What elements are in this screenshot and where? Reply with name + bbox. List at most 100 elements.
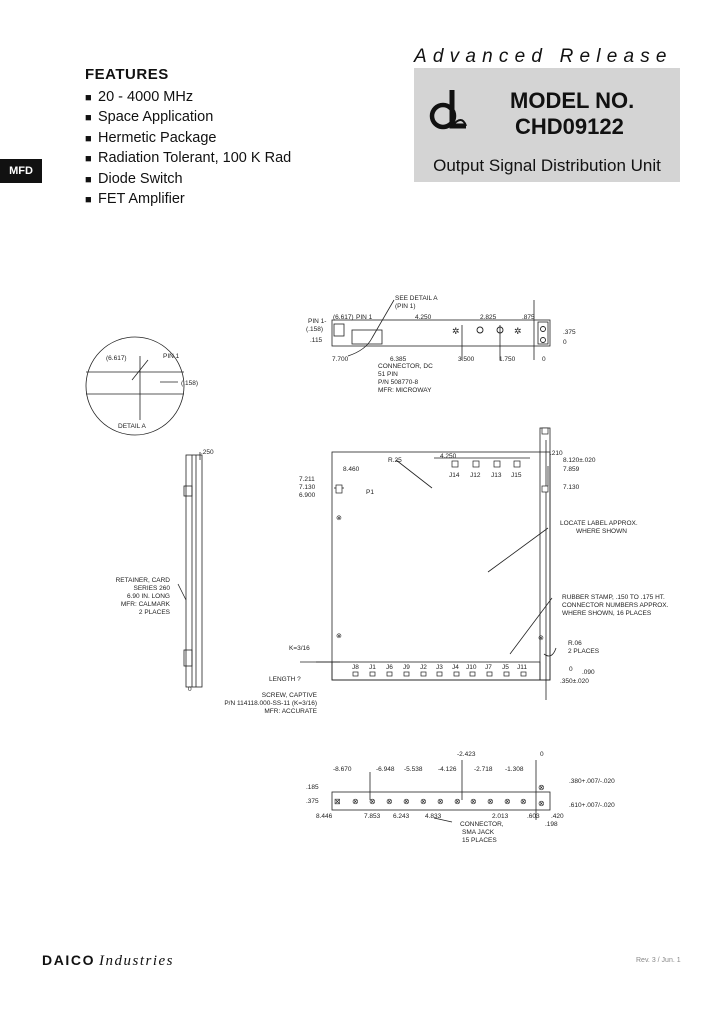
jack-j4-label: J4 bbox=[452, 664, 459, 671]
product-subtitle: Output Signal Distribution Unit bbox=[433, 156, 661, 175]
top-dim-4: -4.126 bbox=[438, 766, 457, 773]
bottom-dim-5: 2.013 bbox=[492, 813, 509, 820]
top-dim-3: -5.538 bbox=[404, 766, 423, 773]
front-dim-4250-label: 4.250 bbox=[440, 453, 457, 460]
label-note-2: WHERE SHOWN bbox=[576, 528, 627, 535]
detail-a-circle bbox=[85, 336, 185, 436]
feature-item: ■Diode Switch bbox=[85, 170, 183, 187]
top-dim-2: -6.948 bbox=[376, 766, 395, 773]
dim-0-right-label: 0 bbox=[563, 339, 567, 346]
connector-dc-note-3: P/N 508770-8 bbox=[378, 379, 418, 386]
dim-350-label: .350±.020 bbox=[560, 678, 589, 685]
top-dim-5: -2.718 bbox=[474, 766, 493, 773]
footer-brand: DAICO Industries bbox=[42, 952, 174, 970]
dim-115-label: .115 bbox=[310, 337, 323, 344]
sma-jack-icon: ⊗ bbox=[369, 797, 376, 806]
detail-a-label: DETAIL A bbox=[118, 423, 146, 430]
dim-6900-label: 6.900 bbox=[299, 492, 316, 499]
dim-8460-label: 8.460 bbox=[343, 466, 360, 473]
jack-j4-icon bbox=[453, 671, 460, 677]
detail-dim-158-label: (.158) bbox=[181, 380, 198, 387]
connector-dc-note-1: CONNECTOR, DC bbox=[378, 363, 433, 370]
sma-jack-icon: ⊗ bbox=[352, 797, 359, 806]
dim-0-bottom-label: 0 bbox=[542, 356, 546, 363]
model-label: MODEL NO. bbox=[510, 88, 635, 113]
retainer-note-4: MFR: CALMARK bbox=[121, 601, 171, 608]
jack-j15-label: J15 bbox=[511, 472, 522, 479]
top-dim-1: -8.670 bbox=[333, 766, 352, 773]
sma-jack-icon: ⊗ bbox=[538, 799, 545, 808]
dim-1750-label: 1.750 bbox=[499, 356, 516, 363]
jack-j10-label: J10 bbox=[466, 664, 477, 671]
model-box: MODEL NO. CHD09122 Output Signal Distrib… bbox=[414, 68, 680, 182]
dim-7130-label: 7.130 bbox=[299, 484, 316, 491]
footer-revision: Rev. 3 / Jun. 1 bbox=[636, 957, 681, 964]
stamp-leader bbox=[509, 597, 553, 655]
detail-pin1-label: PIN 1 bbox=[163, 353, 180, 360]
dim-8120-label: 8.120±.020 bbox=[563, 457, 596, 464]
footer-brand-italic: Industries bbox=[99, 953, 175, 969]
top-dim-6: -1.308 bbox=[505, 766, 524, 773]
sma-jack-icon: ⊗ bbox=[538, 783, 545, 792]
r25-label: R.25 bbox=[388, 457, 402, 464]
footer-brand-bold: DAICO bbox=[42, 952, 96, 968]
sma-jack-icon: ⊗ bbox=[403, 797, 410, 806]
side-dim-0-label: 0 bbox=[188, 686, 192, 693]
dim-210-label: .210 bbox=[550, 450, 563, 457]
jack-j8-icon bbox=[352, 671, 359, 677]
r06-label: R.06 bbox=[568, 640, 582, 647]
dim-7130-right-label: 7.130 bbox=[563, 484, 580, 491]
bottom-dim-6: .603 bbox=[527, 813, 540, 820]
jack-j5-icon bbox=[503, 671, 510, 677]
bottom-dim-3: 6.243 bbox=[393, 813, 410, 820]
jack-j9-label: J9 bbox=[403, 664, 410, 671]
side-view-outline bbox=[185, 454, 203, 688]
pin1-paren-label: (PIN 1) bbox=[395, 303, 416, 310]
features-list: ■20 - 4000 MHz ■Space Application ■Herme… bbox=[85, 89, 291, 211]
front-view-outline bbox=[331, 451, 551, 681]
mount-hole-icon: ⊗ bbox=[336, 633, 342, 640]
jack-j9-icon bbox=[403, 671, 410, 677]
mount-hole-icon: ⊗ bbox=[336, 515, 342, 522]
k-label: K=3/16 bbox=[289, 645, 310, 652]
bottom-dim-1: 8.446 bbox=[316, 813, 333, 820]
jack-j12-label: J12 bbox=[470, 472, 481, 479]
sma-note-1: CONNECTOR, bbox=[460, 821, 504, 828]
jack-j2-label: J2 bbox=[420, 664, 427, 671]
jack-j12-icon bbox=[472, 460, 480, 468]
dim-4250-label: 4.250 bbox=[415, 314, 432, 321]
dim-7211-label: 7.211 bbox=[299, 476, 315, 483]
dim-185-label: .185 bbox=[306, 784, 319, 791]
sma-jack-icon: ⊗ bbox=[470, 797, 477, 806]
screw-note-3: MFR: ACCURATE bbox=[264, 708, 317, 715]
jack-j14-icon bbox=[451, 460, 459, 468]
see-detail-label: SEE DETAIL A bbox=[395, 295, 438, 302]
feature-item: ■Space Application bbox=[85, 109, 214, 126]
label-leader bbox=[487, 527, 549, 573]
feature-item: ■Radiation Tolerant, 100 K Rad bbox=[85, 150, 292, 167]
screw-note-1: SCREW, CAPTIVE bbox=[262, 692, 318, 699]
bottom-dim-2: 7.853 bbox=[364, 813, 381, 820]
connector-dc-note-2: 51 PIN bbox=[378, 371, 398, 378]
dim-610-label: .610+.007/-.020 bbox=[569, 802, 615, 809]
sma-jack-icon: ⊗ bbox=[386, 797, 393, 806]
connector-dc-note-4: MFR: MICROWAY bbox=[378, 387, 432, 394]
front-dim-0-label: 0 bbox=[569, 666, 573, 673]
mount-hole-icon bbox=[540, 337, 546, 343]
dim-6617-label: (6.617) bbox=[333, 314, 354, 321]
sma-jack-icon: ⊗ bbox=[520, 797, 527, 806]
side-dim-250-label: .250 bbox=[201, 449, 214, 456]
sma-jack-icon: ⊗ bbox=[504, 797, 511, 806]
sma-jack-icon: ⊗ bbox=[487, 797, 494, 806]
screw-note-2: P/N 114118.000-SS-11 (K=3/16) bbox=[224, 700, 317, 707]
dim-380-label: .380+.007/-.020 bbox=[569, 778, 615, 785]
stamp-note-1: RUBBER STAMP, .150 TO .175 HT. bbox=[562, 594, 665, 601]
dim-198-label: .198 bbox=[545, 821, 558, 828]
dim-6385-label: 6.385 bbox=[390, 356, 407, 363]
feature-item: ■20 - 4000 MHz bbox=[85, 89, 194, 105]
dim-7700-label: 7.700 bbox=[332, 356, 349, 363]
top-view-outline bbox=[331, 319, 551, 347]
label-note-1: LOCATE LABEL APPROX. bbox=[560, 520, 638, 527]
features-title: FEATURES bbox=[85, 66, 169, 83]
